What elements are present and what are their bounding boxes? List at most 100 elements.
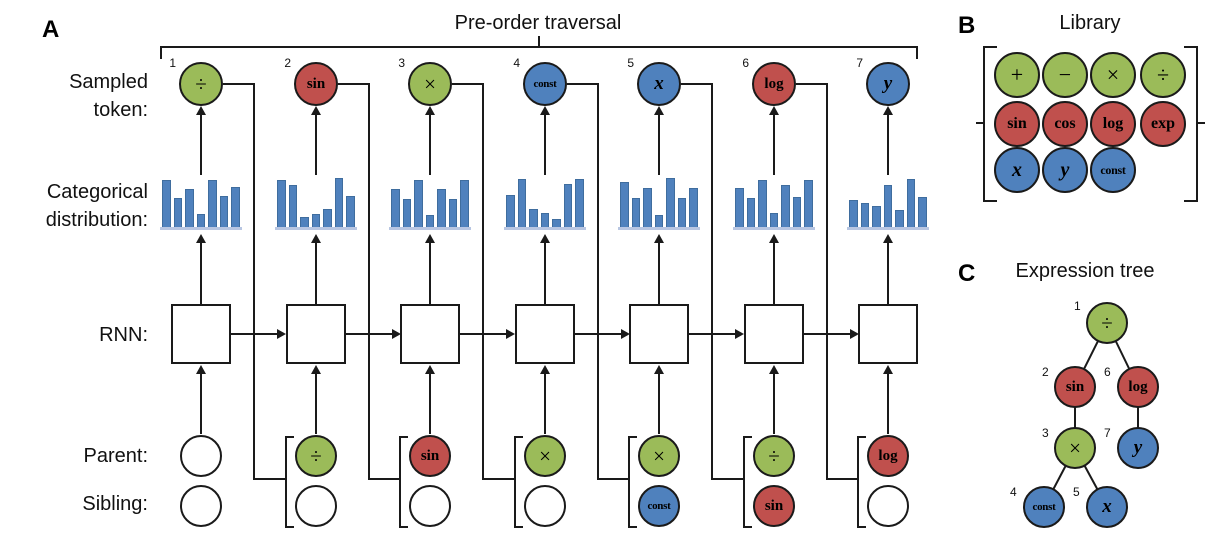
- library-bracket-right: [1184, 46, 1198, 48]
- arrow-line: [315, 114, 317, 175]
- rnn-arrow-line: [575, 333, 622, 335]
- parent-input-circle: sin: [409, 435, 451, 477]
- arrow-line: [544, 242, 546, 304]
- sampled-token-circle: y: [866, 62, 910, 106]
- timestep-column-5: 5 x × const: [602, 0, 744, 544]
- feedback-line: [223, 83, 254, 85]
- feedback-line: [597, 83, 599, 480]
- sampled-token-circle: sin: [294, 62, 338, 106]
- arrow-up-icon: [425, 106, 435, 115]
- arrow-line: [887, 114, 889, 175]
- library-title: Library: [1059, 12, 1121, 34]
- rnn-cell: [171, 304, 231, 364]
- panel-c-label: C: [958, 260, 976, 287]
- arrow-right-icon: [735, 329, 744, 339]
- arrow-up-icon: [540, 365, 550, 374]
- library-token-divide: ÷: [1140, 52, 1186, 98]
- tree-node-x: x: [1086, 486, 1128, 528]
- tree-node-y: y: [1117, 427, 1159, 469]
- rnn-cell: [515, 304, 575, 364]
- arrow-up-icon: [654, 106, 664, 115]
- token-number: 4: [513, 56, 520, 70]
- arrow-up-icon: [654, 365, 664, 374]
- sampled-token-circle: ÷: [179, 62, 223, 106]
- parent-input-circle: ×: [638, 435, 680, 477]
- library-token-minus: −: [1042, 52, 1088, 98]
- arrow-line: [429, 242, 431, 304]
- rnn-cell: [286, 304, 346, 364]
- token-number: 3: [398, 56, 405, 70]
- library-token-const: const: [1090, 147, 1136, 193]
- parent-input-circle: ÷: [753, 435, 795, 477]
- arrow-line: [544, 114, 546, 175]
- sibling-input-circle: [409, 485, 451, 527]
- tree-node-sin: sin: [1054, 366, 1096, 408]
- arrow-line: [773, 373, 775, 434]
- parent-input-circle: ÷: [295, 435, 337, 477]
- arrow-up-icon: [883, 365, 893, 374]
- arrow-line: [200, 114, 202, 175]
- feedback-line: [681, 83, 712, 85]
- arrow-up-icon: [425, 365, 435, 374]
- rnn-label: RNN:: [99, 324, 148, 346]
- sampled-token-circle: log: [752, 62, 796, 106]
- tree-node-number: 5: [1073, 485, 1080, 499]
- expression-tree-title: Expression tree: [1015, 260, 1155, 282]
- arrow-right-icon: [392, 329, 401, 339]
- arrow-up-icon: [769, 234, 779, 243]
- arrow-line: [429, 114, 431, 175]
- library-token-cos: cos: [1042, 101, 1088, 147]
- feedback-line: [368, 83, 370, 480]
- feedback-line: [452, 83, 483, 85]
- input-bracket: [857, 436, 866, 528]
- tree-node-number: 1: [1074, 299, 1081, 313]
- token-number: 2: [284, 56, 291, 70]
- feedback-line: [482, 83, 484, 480]
- tree-node-number: 4: [1010, 485, 1017, 499]
- sibling-input-circle: sin: [753, 485, 795, 527]
- arrow-line: [658, 242, 660, 304]
- arrow-line: [429, 373, 431, 434]
- token-number: 5: [627, 56, 634, 70]
- arrow-right-icon: [277, 329, 286, 339]
- arrow-up-icon: [540, 234, 550, 243]
- arrow-up-icon: [769, 365, 779, 374]
- feedback-line: [567, 83, 598, 85]
- arrow-line: [658, 373, 660, 434]
- rnn-arrow-line: [346, 333, 393, 335]
- tree-node-number: 6: [1104, 365, 1111, 379]
- timestep-column-1: 1 ÷: [144, 0, 286, 544]
- library-token-log: log: [1090, 101, 1136, 147]
- feedback-line: [711, 83, 713, 480]
- library-bracket-left: [983, 46, 985, 202]
- arrow-up-icon: [196, 365, 206, 374]
- arrow-right-icon: [850, 329, 859, 339]
- arrow-up-icon: [311, 365, 321, 374]
- rnn-cell: [858, 304, 918, 364]
- arrow-line: [773, 242, 775, 304]
- library-bracket-left: [976, 122, 983, 124]
- categorical-distribution-chart: [504, 178, 586, 230]
- brace-left-tick: [160, 46, 162, 59]
- sampled-token-circle: ×: [408, 62, 452, 106]
- rnn-arrow-line: [231, 333, 278, 335]
- timestep-column-4: 4 const ×: [488, 0, 630, 544]
- input-bracket: [285, 436, 294, 528]
- tree-node-divide: ÷: [1086, 302, 1128, 344]
- rnn-arrow-line: [804, 333, 851, 335]
- timestep-column-3: 3 × sin: [373, 0, 515, 544]
- categorical-distribution-chart: [733, 178, 815, 230]
- timestep-column-6: 6 log ÷ sin: [717, 0, 859, 544]
- sibling-input-circle: const: [638, 485, 680, 527]
- arrow-up-icon: [196, 234, 206, 243]
- rnn-cell: [400, 304, 460, 364]
- arrow-line: [887, 242, 889, 304]
- library-token-x: x: [994, 147, 1040, 193]
- preorder-traversal-title: Pre-order traversal: [454, 12, 622, 34]
- rnn-cell: [629, 304, 689, 364]
- library-bracket-left: [983, 46, 997, 48]
- library-token-exp: exp: [1140, 101, 1186, 147]
- arrow-up-icon: [769, 106, 779, 115]
- feedback-line: [253, 83, 255, 480]
- library-token-sin: sin: [994, 101, 1040, 147]
